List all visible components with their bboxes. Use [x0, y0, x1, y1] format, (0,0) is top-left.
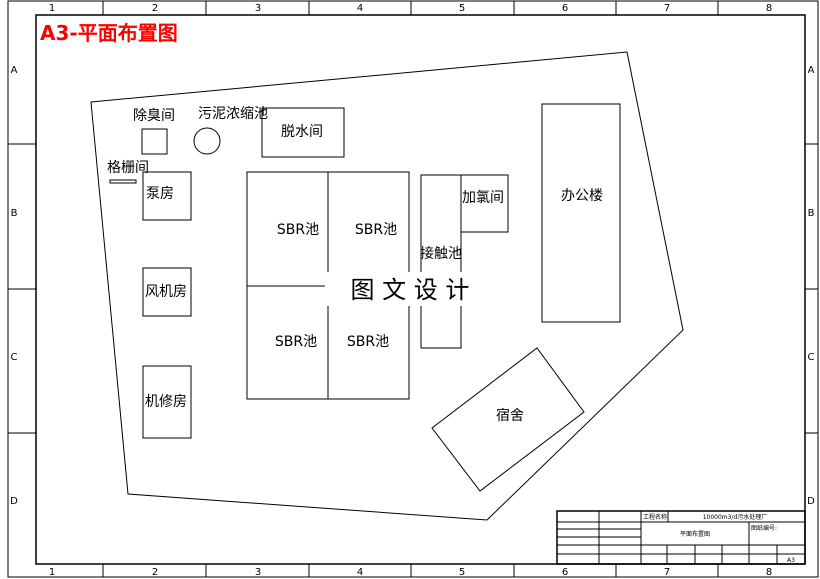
- row-label: C: [808, 352, 815, 363]
- row-label: B: [808, 208, 815, 219]
- col-label: 1: [49, 567, 55, 578]
- title-block: [556, 510, 806, 565]
- label-pump: 泵房: [146, 186, 174, 202]
- col-label: 5: [459, 3, 465, 14]
- col-label: 2: [152, 567, 158, 578]
- label-deodor: 除臭间: [133, 108, 175, 124]
- label-dorm: 宿舍: [496, 407, 524, 424]
- row-label: A: [11, 65, 18, 76]
- row-label: B: [11, 208, 18, 219]
- office-building: [541, 103, 621, 323]
- dewater-room: [261, 107, 345, 158]
- watermark-bg: [325, 272, 495, 306]
- drawing-no: 图纸编号:: [751, 524, 777, 532]
- drawing-name: 平面布置图: [680, 530, 710, 538]
- col-label: 8: [766, 567, 772, 578]
- col-label: 1: [49, 3, 55, 14]
- sheet-size: A3: [787, 557, 795, 564]
- label-screen: 格栅间: [107, 160, 149, 176]
- project-label: 工程名称: [643, 513, 667, 521]
- screen: [109, 179, 137, 184]
- blower-room: [142, 267, 192, 317]
- label-sbr: SBR池: [275, 334, 317, 350]
- contact-tank: [420, 174, 462, 349]
- row-label: A: [808, 65, 815, 76]
- grid-ticks: [8, 1, 818, 577]
- watermark: 图 文 设 计: [351, 276, 470, 304]
- row-label: D: [10, 496, 18, 507]
- col-label: 8: [766, 3, 772, 14]
- row-label: D: [807, 496, 815, 507]
- label-dewater: 脱水间: [281, 124, 323, 140]
- col-label: 6: [562, 567, 568, 578]
- label-sbr: SBR池: [277, 222, 319, 238]
- label-office: 办公楼: [561, 188, 603, 204]
- deodor-room: [141, 128, 168, 155]
- label-chlorine: 加氯间: [462, 190, 504, 206]
- label-sbr: SBR池: [355, 222, 397, 238]
- repair-room: [142, 365, 192, 439]
- col-label: 3: [255, 3, 261, 14]
- col-label: 2: [152, 3, 158, 14]
- col-label: 4: [357, 3, 363, 14]
- col-label: 4: [357, 567, 363, 578]
- label-thickener: 污泥浓缩池: [198, 106, 268, 122]
- site-boundary: [90, 51, 684, 521]
- grid-labels: 1 2 3 4 5 6 7 8 1 2 3 4 5 6 7 8 A B C D A B C D: [10, 3, 815, 578]
- project-name: 10000m3/d污水处理厂: [703, 513, 768, 521]
- dormitory: [431, 347, 585, 492]
- sludge-thickener: [193, 127, 221, 155]
- label-repair: 机修房: [145, 394, 187, 410]
- pump-room: [142, 171, 192, 221]
- col-label: 7: [664, 567, 670, 578]
- label-blower: 风机房: [145, 284, 187, 300]
- col-label: 5: [459, 567, 465, 578]
- sheet-title: A3-平面布置图: [40, 21, 178, 45]
- col-label: 3: [255, 567, 261, 578]
- col-label: 6: [562, 3, 568, 14]
- label-sbr: SBR池: [347, 334, 389, 350]
- row-label: C: [11, 352, 18, 363]
- col-label: 7: [664, 3, 670, 14]
- label-contact: 接触池: [420, 245, 462, 262]
- chlorine-room: [460, 174, 509, 233]
